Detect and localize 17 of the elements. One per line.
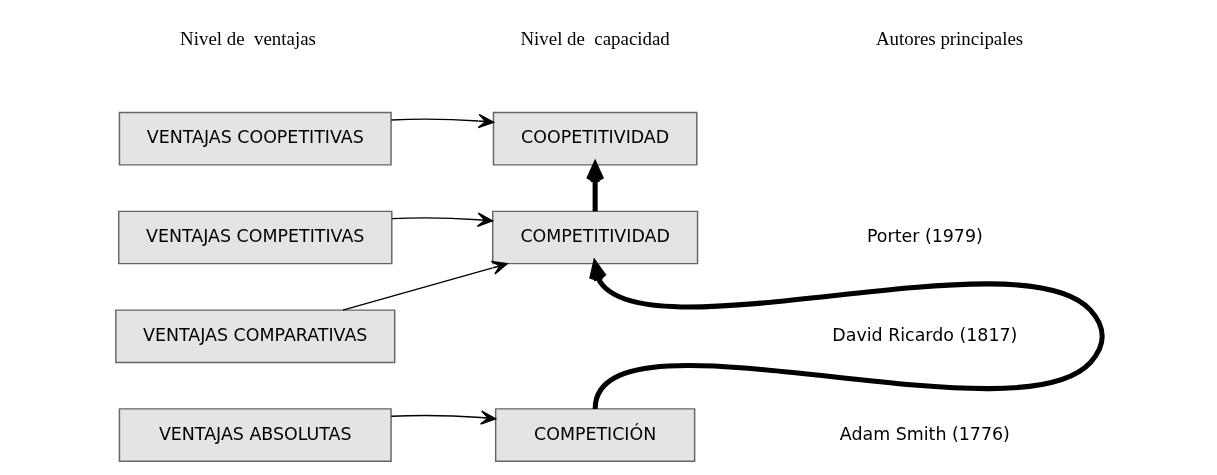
arrow bbox=[341, 260, 508, 311]
label: David Ricardo (1817) bbox=[831, 324, 1017, 345]
node-box: VENTAJAS COMPETITIVAS bbox=[117, 210, 392, 265]
label: Nivel de ventajas bbox=[179, 27, 316, 49]
arrow bbox=[390, 212, 493, 227]
node-box: VENTAJAS COOPETITIVAS bbox=[118, 111, 392, 166]
label: Adam Smith (1776) bbox=[839, 423, 1010, 444]
node-box: COMPETICIÓN bbox=[494, 408, 695, 462]
label: Autores principales bbox=[875, 27, 1023, 49]
node-box: COOPETITIVIDAD bbox=[492, 111, 698, 166]
arrow bbox=[390, 113, 494, 129]
label: Nivel de capacidad bbox=[519, 27, 670, 49]
node-box: VENTAJAS COMPARATIVAS bbox=[114, 309, 395, 364]
label: Porter (1979) bbox=[866, 226, 983, 246]
node-box: COMPETITIVIDAD bbox=[491, 210, 698, 265]
node-box: VENTAJAS ABSOLUTAS bbox=[118, 408, 392, 462]
arrow bbox=[390, 410, 496, 425]
